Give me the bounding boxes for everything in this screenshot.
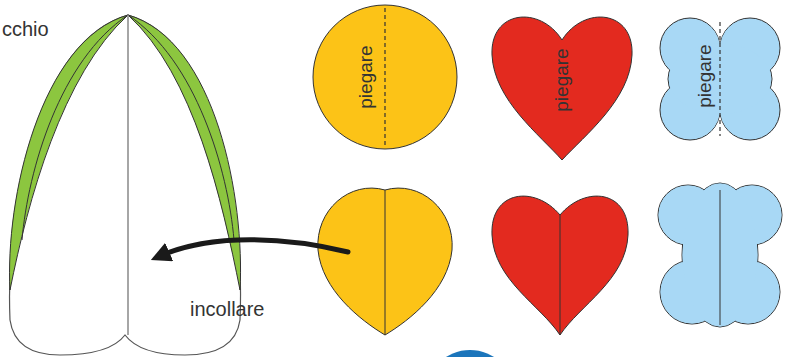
blue-flower: piegare	[646, 12, 794, 148]
glue-label: incollare	[190, 298, 264, 321]
part-label: cchio	[2, 18, 49, 41]
folded-blue-flower	[658, 183, 782, 327]
fold-label: piegare	[694, 44, 716, 107]
glue-arrow	[160, 240, 348, 256]
fold-label: piegare	[551, 48, 573, 111]
blue-circle	[425, 350, 515, 357]
yellow-circle-outline	[310, 2, 460, 152]
red-heart: piegare	[488, 8, 638, 166]
folded-yellow-heart	[318, 188, 452, 335]
yellow-circle: piegare	[310, 2, 460, 152]
folded-red-heart	[492, 196, 628, 335]
fold-label: piegare	[355, 45, 377, 108]
blue-flower-outline	[646, 12, 794, 148]
